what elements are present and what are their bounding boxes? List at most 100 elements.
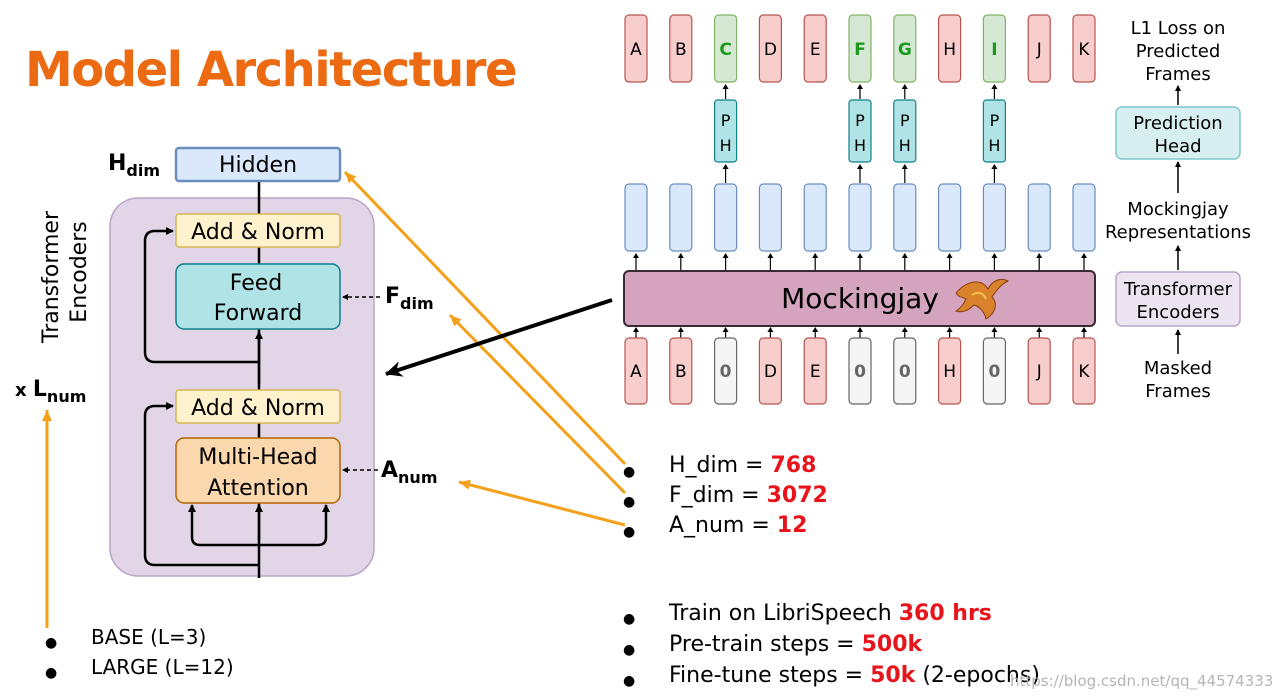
training-suffix: (2-epochs) xyxy=(915,663,1040,688)
masked-input-frame xyxy=(982,337,1007,405)
model-size-item: BASE (L=3) xyxy=(45,622,234,658)
input-frame-label: J xyxy=(1036,362,1042,382)
input-frame-label: 0 xyxy=(988,362,1000,382)
frame-arrow-head xyxy=(767,327,774,332)
input-frame-label: 0 xyxy=(854,362,866,382)
transformer-encoders-side-label-1: Transformer xyxy=(39,210,64,344)
frame-arrow-head xyxy=(677,327,684,332)
input-frame xyxy=(624,337,648,405)
input-frame xyxy=(1072,337,1096,405)
frame-arrow-head xyxy=(812,253,819,258)
training-item: Fine-tune steps = 50k (2-epochs) xyxy=(623,660,1040,697)
prediction-head-label: H xyxy=(854,136,866,155)
training-list: Train on LibriSpeech 360 hrs Pre-train s… xyxy=(623,598,1040,697)
masked-input-frame xyxy=(713,337,738,405)
output-frame-label: I xyxy=(991,40,997,60)
right-label-mf-1: Masked xyxy=(1144,358,1212,379)
output-frame xyxy=(937,14,962,83)
frame-arrow-head xyxy=(857,253,863,258)
frame-arrow-head xyxy=(677,253,684,258)
frame-arrow-head xyxy=(946,253,953,258)
output-frame xyxy=(624,14,648,83)
arrow-into-mha-split xyxy=(188,504,259,547)
frame-arrow-head xyxy=(857,327,863,332)
transformer-encoders-legend-box xyxy=(1115,271,1241,327)
feed-forward-label-2: Forward xyxy=(214,301,302,326)
mockingjay-bird-icon xyxy=(954,278,1010,320)
hyperparam-value: 12 xyxy=(776,513,808,538)
hyperparam-item: A_num = 12 xyxy=(623,511,828,547)
training-label: Fine-tune steps = xyxy=(669,663,871,688)
hidden-label: Hidden xyxy=(219,153,297,178)
frame-arrow-head xyxy=(991,253,998,258)
transformer-encoders-side-label-2: Encoders xyxy=(67,221,92,322)
frame-arrow-head xyxy=(812,327,819,332)
input-frame-label: K xyxy=(1078,362,1090,382)
frame-arrow-head xyxy=(991,327,998,332)
watermark: https://blog.csdn.net/qq_44574333 xyxy=(1010,672,1273,690)
right-label-l1-1: L1 Loss on xyxy=(1131,18,1226,39)
prediction-head-label: P xyxy=(990,111,1000,130)
output-frame xyxy=(982,14,1007,83)
input-frame xyxy=(803,337,827,405)
hidden-box xyxy=(174,146,342,183)
training-value: 360 hrs xyxy=(898,601,992,626)
training-label: Train on LibriSpeech xyxy=(669,601,899,626)
output-frame-label: D xyxy=(764,40,777,60)
representation-frame xyxy=(803,183,827,252)
representation-frame xyxy=(1027,183,1051,252)
f-dim-label: Fdim xyxy=(385,284,434,313)
training-label: Pre-train steps = xyxy=(669,632,862,657)
add-norm-top-label: Add & Norm xyxy=(191,220,325,245)
hyperparam-label: H_dim = xyxy=(669,453,771,478)
frame-arrow-head xyxy=(946,327,953,332)
representation-frame xyxy=(982,183,1007,252)
training-item: Train on LibriSpeech 360 hrs xyxy=(623,598,1040,635)
frame-arrow-head xyxy=(1081,327,1087,332)
prediction-head-legend-box xyxy=(1115,106,1241,160)
a-num-label: Anum xyxy=(381,458,437,487)
frame-arrow-head xyxy=(991,164,998,169)
output-frame-label: J xyxy=(1036,40,1042,60)
input-frame-label: E xyxy=(810,362,821,382)
right-label-rep-1: Mockingjay xyxy=(1127,199,1229,220)
prediction-head-label: H xyxy=(988,136,1000,155)
hyperparam-item: H_dim = 768 xyxy=(623,451,828,487)
representation-frame xyxy=(669,183,693,252)
training-item: Pre-train steps = 500k xyxy=(623,629,1040,666)
orange-arrow-fdim xyxy=(448,313,627,495)
model-size-item: LARGE (L=12) xyxy=(45,652,234,688)
frame-arrow-head xyxy=(722,253,729,258)
right-label-mf-2: Frames xyxy=(1145,381,1210,402)
training-value: 50k xyxy=(870,663,916,688)
right-label-te-2: Encoders xyxy=(1137,302,1220,323)
model-size-list: BASE (L=3) LARGE (L=12) xyxy=(45,622,234,688)
representation-frame xyxy=(624,183,648,252)
prediction-head-label: H xyxy=(720,136,732,155)
right-label-rep-2: Representations xyxy=(1105,222,1251,243)
mha-label-2: Attention xyxy=(207,476,309,501)
output-frame-label: F xyxy=(854,40,866,60)
input-frame-label: 0 xyxy=(720,362,732,382)
hyperparameter-list: H_dim = 768 F_dim = 3072 A_num = 12 xyxy=(623,451,828,547)
right-label-l1-2: Predicted xyxy=(1136,41,1221,62)
output-frame-label: C xyxy=(719,40,731,60)
input-frame-label: D xyxy=(764,362,777,382)
output-frame-label: K xyxy=(1078,40,1090,60)
page-title: Model Architecture xyxy=(25,42,518,98)
input-frame-label: A xyxy=(630,362,642,382)
frame-arrow-head xyxy=(901,327,908,332)
frame-arrow-head xyxy=(901,164,908,169)
right-label-l1-3: Frames xyxy=(1145,64,1210,85)
representation-frame xyxy=(713,183,738,252)
representation-frame xyxy=(937,183,962,252)
output-frame-label: H xyxy=(943,40,956,60)
frame-arrow-head xyxy=(991,84,998,89)
input-frame xyxy=(937,337,962,405)
prediction-head-box xyxy=(893,99,917,163)
input-frame xyxy=(1027,337,1051,405)
orange-arrow-anum xyxy=(458,479,626,527)
output-frame-label: A xyxy=(630,40,642,60)
prediction-head-label: P xyxy=(721,111,731,130)
residual-bottom xyxy=(143,402,259,567)
